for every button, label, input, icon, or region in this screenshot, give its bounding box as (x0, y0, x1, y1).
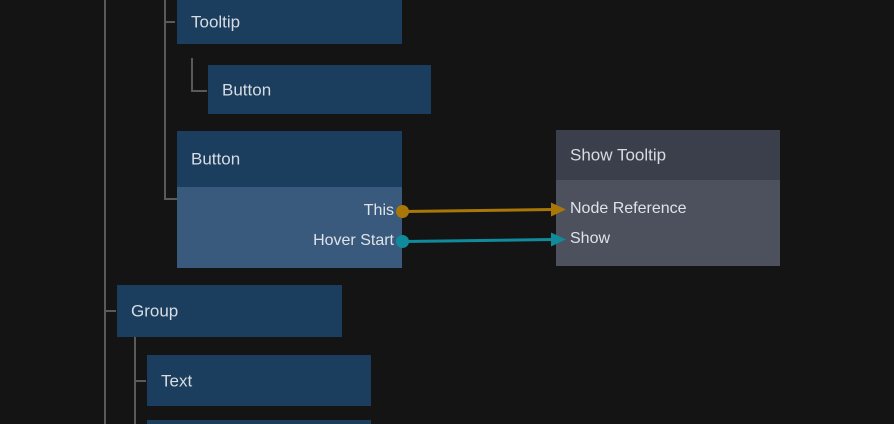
scene-node-label: Group (131, 301, 179, 321)
input-port-label: Show (570, 230, 611, 247)
graph-node-title: Button (191, 149, 241, 169)
tree-tick-text (134, 380, 146, 382)
scene-node-partial-bottom[interactable] (147, 420, 371, 424)
scene-node-label: Button (222, 80, 272, 99)
port-dot-hover-start[interactable] (396, 235, 409, 248)
output-port-this[interactable]: This (364, 200, 394, 222)
tree-tick-button-graph (164, 198, 177, 200)
graph-node-body (177, 187, 402, 268)
graph-node-header: Button (177, 131, 402, 187)
connection-hover-start-to-show[interactable] (403, 232, 566, 247)
tree-guide-tooltip-branch (164, 0, 166, 200)
input-port-label: Node Reference (570, 200, 687, 217)
graph-node-title: Show Tooltip (570, 145, 667, 165)
output-port-hover-start[interactable]: Hover Start (313, 230, 394, 252)
graph-node-show-tooltip[interactable]: Show Tooltip Node Reference Show (556, 130, 780, 266)
scene-node-label: Tooltip (191, 12, 241, 32)
output-port-label: Hover Start (313, 232, 394, 249)
tree-elbow-button-child (191, 58, 207, 92)
port-dot-this[interactable] (396, 205, 409, 218)
graph-node-header: Show Tooltip (556, 130, 780, 180)
input-port-show[interactable]: Show (570, 228, 610, 250)
graph-node-button[interactable]: Button This Hover Start (177, 131, 402, 268)
tree-tick-group (104, 310, 116, 312)
scene-node-tooltip[interactable]: Tooltip (177, 0, 402, 44)
output-port-label: This (363, 202, 394, 219)
scene-node-group[interactable]: Group (117, 285, 342, 337)
connection-this-to-node-reference[interactable] (403, 202, 566, 217)
tree-tick-tooltip (164, 21, 175, 23)
input-port-node-reference[interactable]: Node Reference (570, 198, 687, 220)
scene-node-button-child[interactable]: Button (208, 65, 431, 114)
scene-node-text[interactable]: Text (147, 355, 371, 406)
tree-guide-root (104, 0, 106, 424)
scene-node-label: Text (161, 371, 193, 390)
graph-node-body (556, 180, 780, 266)
